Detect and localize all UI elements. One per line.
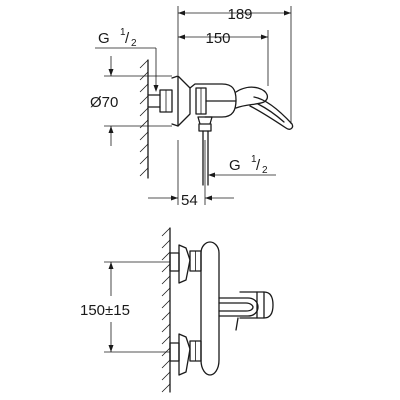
inlet-nut-side <box>147 89 173 113</box>
thread-top-slash: / <box>125 30 130 47</box>
inlet-bottom-front <box>169 333 202 376</box>
thread-bottom-slash: / <box>256 157 261 174</box>
thread-bottom-prefix: G <box>229 157 241 174</box>
thread-top-prefix: G <box>98 30 110 47</box>
dimension-54-label: 54 <box>181 192 198 209</box>
wall-side-view <box>139 59 149 179</box>
dimension-inlet-spacing-label: 150±15 <box>80 302 130 319</box>
thread-top-denominator: 2 <box>131 38 137 49</box>
dimension-diameter: Ø70 <box>90 56 172 146</box>
rosette-side <box>171 75 191 127</box>
side-view: 189 150 G 1 / 2 Ø70 <box>90 6 294 209</box>
mixer-body-front <box>200 241 259 376</box>
inlet-top-front <box>169 244 202 284</box>
dimension-189-label: 189 <box>227 6 252 23</box>
dimension-diameter-label: Ø70 <box>90 94 118 111</box>
dimension-54: 54 <box>148 140 234 209</box>
thread-label-top: G 1 / 2 <box>95 27 159 92</box>
front-view: 150±15 <box>80 227 274 393</box>
wall-front-view <box>161 227 171 393</box>
thread-label-bottom: G 1 / 2 <box>208 154 276 178</box>
outlet-side <box>197 116 213 186</box>
lever-front <box>235 291 274 331</box>
dimension-150-label: 150 <box>205 30 230 47</box>
dimension-150: 150 <box>178 30 269 86</box>
dimension-inlet-spacing: 150±15 <box>80 261 170 353</box>
mixer-body-side <box>189 83 237 118</box>
thread-top-numerator: 1 <box>120 27 126 38</box>
thread-bottom-denominator: 2 <box>262 165 268 176</box>
lever-side <box>235 86 294 130</box>
thread-bottom-numerator: 1 <box>251 154 257 165</box>
dimension-189: 189 <box>177 6 292 124</box>
